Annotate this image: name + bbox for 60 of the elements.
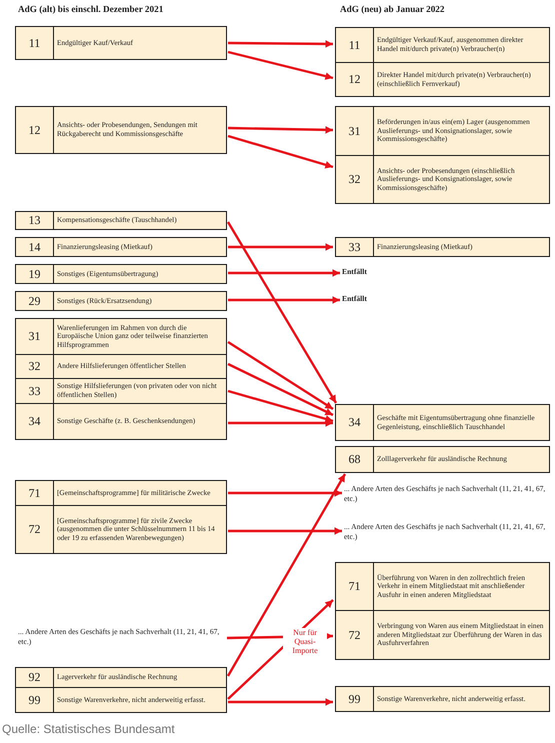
column-heading: AdG (neu) ab Januar 2022 [340,4,444,14]
arrow [228,527,342,535]
code-row [15,264,227,284]
code-number: 13 [16,212,54,229]
source-caption: Quelle: Statistisches Bundesamt [2,722,175,736]
arrow [228,243,333,251]
code-number: 19 [16,265,54,283]
code-number: 68 [336,447,374,472]
code-number: 33 [336,238,374,256]
code-row [15,26,227,60]
code-number: 12 [336,63,374,96]
code-row [15,211,227,230]
code-row [335,404,550,441]
code-row [335,446,550,473]
code-number: 99 [16,688,54,712]
arrow [226,221,338,404]
code-row [335,562,550,611]
code-row [15,291,227,311]
code-row [15,505,227,554]
arrow [228,40,334,48]
code-row [15,480,227,506]
arrow [228,698,333,706]
arrow [228,50,334,80]
arrow [228,390,334,423]
code-row [15,354,227,379]
code-row [335,610,550,660]
code-row [15,403,227,440]
arrow [227,340,334,410]
code-number: 72 [336,611,374,659]
code-number: 72 [16,506,54,553]
code-row [15,237,227,257]
arrow [228,419,333,427]
code-row [335,237,550,257]
code-row [335,686,550,712]
arrow [228,134,334,168]
arrow [226,473,346,677]
code-number: 11 [16,27,54,59]
code-number: 34 [16,404,54,439]
code-row [15,106,227,154]
column-heading: AdG (alt) bis einschl. Dezember 2021 [18,4,164,14]
code-row [335,62,550,97]
code-number: 12 [16,107,54,153]
arrow [228,296,340,304]
code-number: 34 [336,405,374,440]
arrow [228,269,340,277]
code-row [15,687,227,713]
arrow [228,126,334,134]
code-row [335,155,550,204]
code-row [335,27,550,63]
edge-label: Nur für Quasi-Importe [283,628,327,656]
arrow [227,362,334,416]
code-number: 32 [336,156,374,203]
arrow [228,489,342,497]
code-number: 14 [16,238,54,256]
code-row [15,378,227,404]
code-number: 29 [16,292,54,310]
code-number: 99 [336,687,374,711]
code-row [15,318,227,355]
code-row [15,667,227,688]
code-row [335,106,550,156]
